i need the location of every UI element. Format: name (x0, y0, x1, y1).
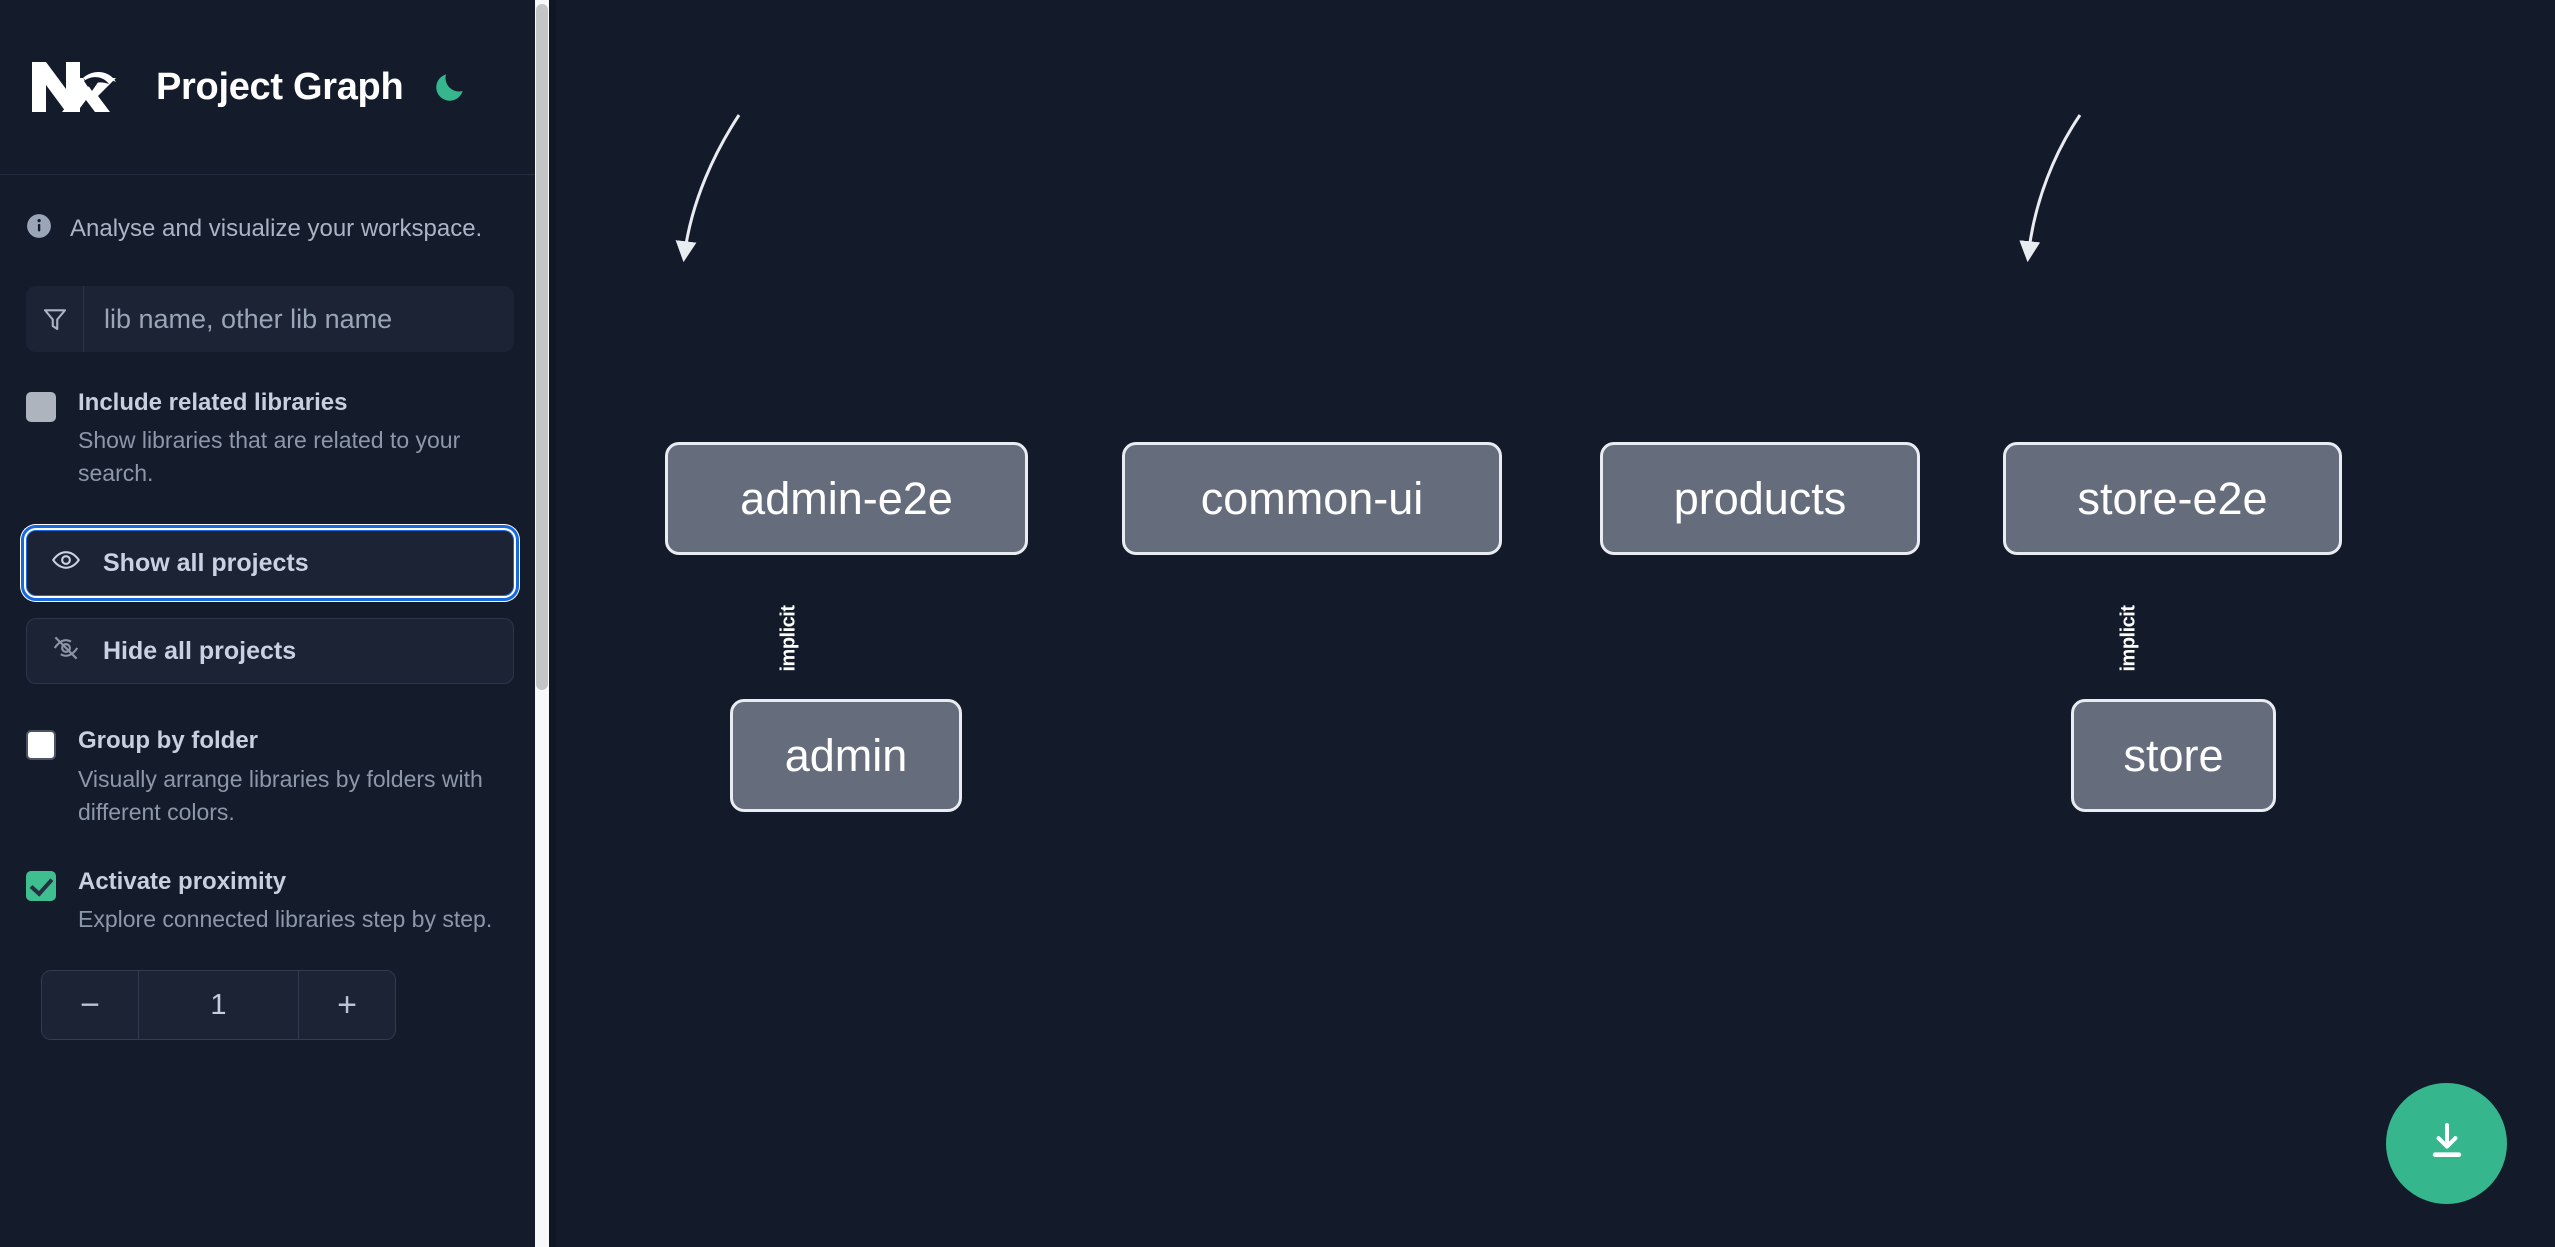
option-description: Visually arrange libraries by folders wi… (78, 765, 483, 825)
proximity-decrement-button[interactable]: − (42, 971, 139, 1040)
sidebar-edge (549, 0, 556, 1247)
activate-proximity-checkbox[interactable] (26, 870, 56, 901)
node-label: admin-e2e (740, 472, 953, 524)
graph-canvas[interactable]: admin-e2e common-ui products store-e2e a… (556, 0, 2555, 1247)
option-include-related-libraries[interactable]: Include related libraries Show libraries… (0, 390, 540, 490)
show-all-projects-label: Show all projects (103, 548, 309, 577)
graph-node-store[interactable]: store (2071, 699, 2276, 812)
sidebar: Project Graph Analyse and visualize your… (0, 0, 556, 1247)
node-label: common-ui (1200, 472, 1424, 524)
filter-funnel-icon (26, 286, 84, 352)
option-group-by-folder[interactable]: Group by folder Visually arrange librari… (0, 728, 540, 828)
hide-all-projects-label: Hide all projects (103, 636, 297, 665)
node-label: products (1673, 472, 1847, 524)
tagline: Analyse and visualize your workspace. (0, 175, 540, 280)
node-label: store (2123, 729, 2224, 781)
nx-logo-icon (28, 56, 120, 118)
option-title: Activate proximity (78, 867, 287, 895)
proximity-stepper: − 1 + (41, 970, 396, 1041)
option-description: Explore connected libraries step by step… (78, 906, 493, 932)
proximity-value: 1 (210, 988, 227, 1021)
graph-node-products[interactable]: products (1600, 442, 1920, 555)
node-label: admin (784, 729, 908, 781)
sidebar-scrollbar-thumb[interactable] (536, 4, 548, 690)
group-by-folder-checkbox[interactable] (26, 730, 56, 761)
info-icon (26, 213, 52, 244)
download-image-button[interactable] (2386, 1083, 2507, 1204)
show-all-projects-button[interactable]: Show all projects (21, 525, 519, 602)
option-title: Include related libraries (78, 389, 348, 416)
eye-off-icon (51, 633, 81, 670)
graph-node-store-e2e[interactable]: store-e2e (2003, 442, 2342, 555)
search-input[interactable] (84, 286, 514, 352)
graph-node-common-ui[interactable]: common-ui (1122, 442, 1502, 555)
download-icon (2424, 1119, 2470, 1168)
search-row (26, 286, 514, 352)
graph-node-admin[interactable]: admin (730, 699, 962, 812)
sidebar-header: Project Graph (0, 0, 540, 175)
hide-all-projects-button[interactable]: Hide all projects (26, 618, 514, 685)
proximity-increment-button[interactable]: + (298, 971, 395, 1040)
visibility-button-group: Show all projects Hide all projects (0, 525, 540, 685)
page-title: Project Graph (156, 65, 404, 108)
search-section (0, 286, 540, 352)
node-label: store-e2e (2077, 472, 2268, 524)
eye-icon (51, 545, 81, 582)
option-description: Show libraries that are related to your … (78, 427, 461, 487)
graph-edges (675, 114, 2082, 263)
tagline-text: Analyse and visualize your workspace. (70, 214, 483, 242)
graph-node-admin-e2e[interactable]: admin-e2e (665, 442, 1028, 555)
edge-label-store-implicit: implicit (2117, 605, 2140, 672)
moon-icon[interactable] (429, 66, 471, 108)
option-activate-proximity[interactable]: Activate proximity Explore connected lib… (0, 869, 540, 936)
option-title: Group by folder (78, 727, 258, 755)
include-related-libraries-checkbox[interactable] (26, 392, 56, 422)
sidebar-scrollbar[interactable] (535, 0, 549, 1247)
edge-label-admin-implicit: implicit (777, 605, 800, 672)
